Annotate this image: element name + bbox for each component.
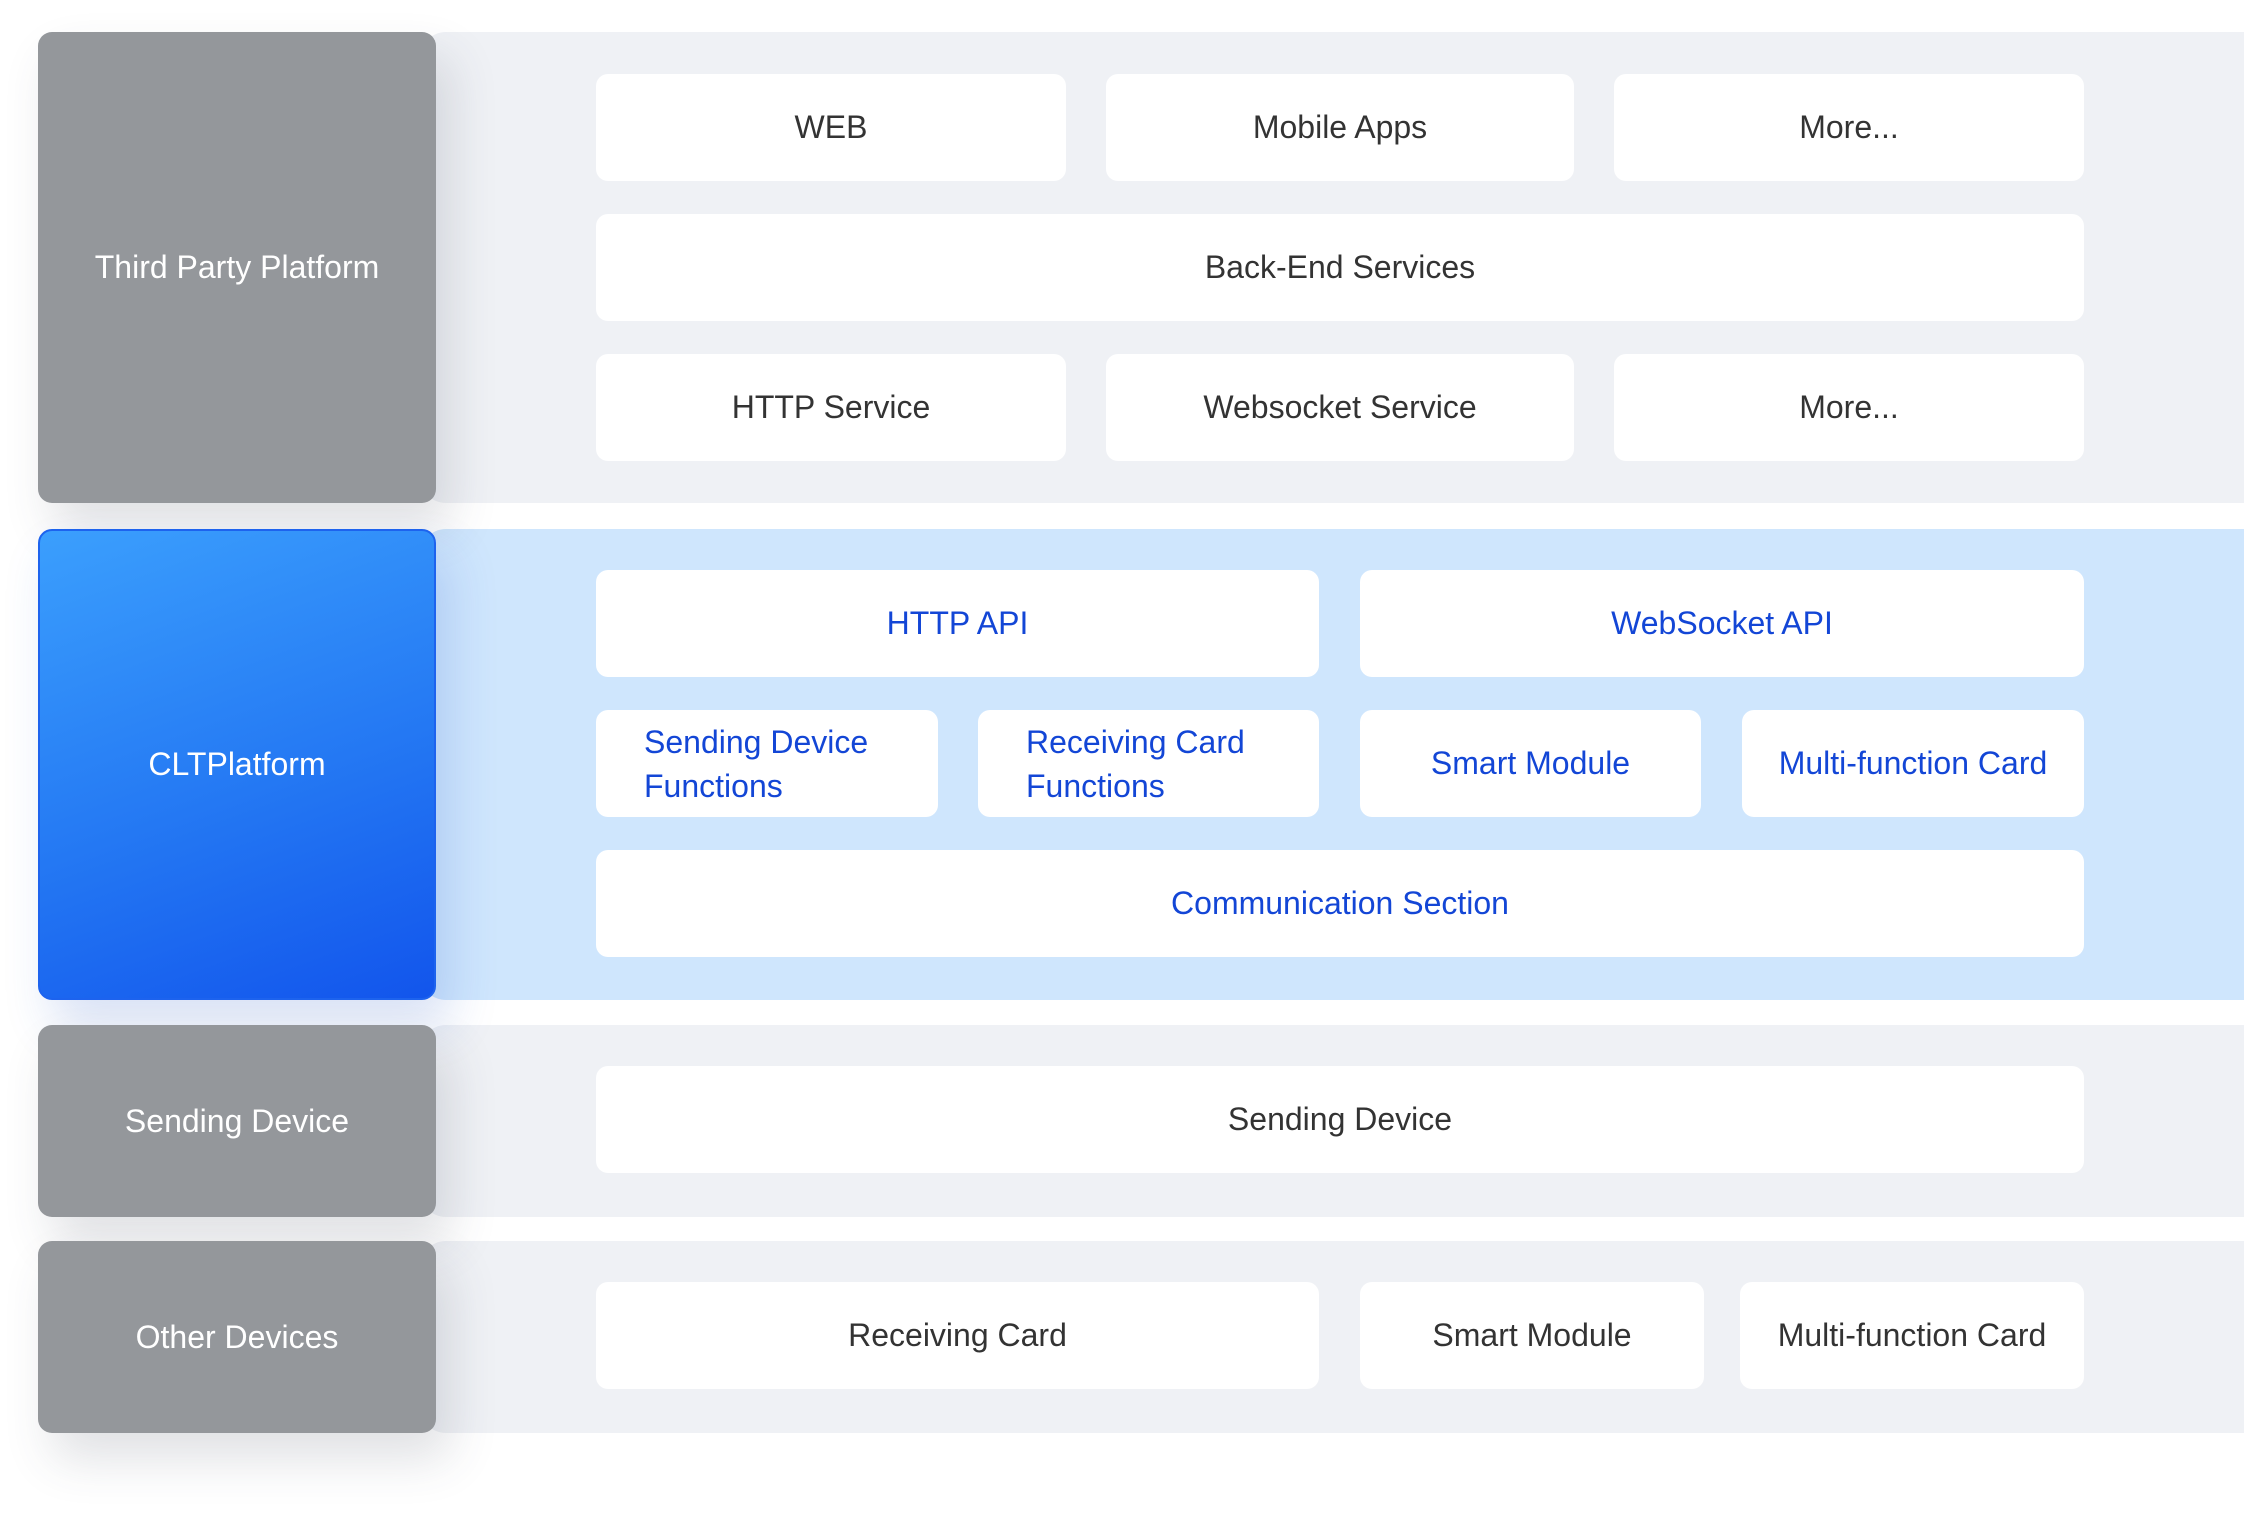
http-service-box: HTTP Service <box>596 354 1066 461</box>
smart-module-device-box: Smart Module <box>1360 1282 1704 1389</box>
sending-device-box: Sending Device <box>596 1066 2084 1173</box>
http-api-box: HTTP API <box>596 570 1319 677</box>
more-box-2: More... <box>1614 354 2084 461</box>
clt-platform-label: CLTPlatform <box>38 529 436 1000</box>
communication-section-box: Communication Section <box>596 850 2084 957</box>
back-end-services-box: Back-End Services <box>596 214 2084 321</box>
mobile-apps-box: Mobile Apps <box>1106 74 1574 181</box>
receiving-card-box: Receiving Card <box>596 1282 1319 1389</box>
receiving-card-functions-box: Receiving Card Functions <box>978 710 1319 817</box>
other-devices-label: Other Devices <box>38 1241 436 1433</box>
websocket-service-box: Websocket Service <box>1106 354 1574 461</box>
multi-function-card-box: Multi-function Card <box>1742 710 2084 817</box>
third-party-platform-label: Third Party Platform <box>38 32 436 503</box>
multi-function-card-device-box: Multi-function Card <box>1740 1282 2084 1389</box>
more-box: More... <box>1614 74 2084 181</box>
web-box: WEB <box>596 74 1066 181</box>
websocket-api-box: WebSocket API <box>1360 570 2084 677</box>
sending-device-label: Sending Device <box>38 1025 436 1217</box>
sending-device-functions-box: Sending Device Functions <box>596 710 938 817</box>
smart-module-box: Smart Module <box>1360 710 1701 817</box>
